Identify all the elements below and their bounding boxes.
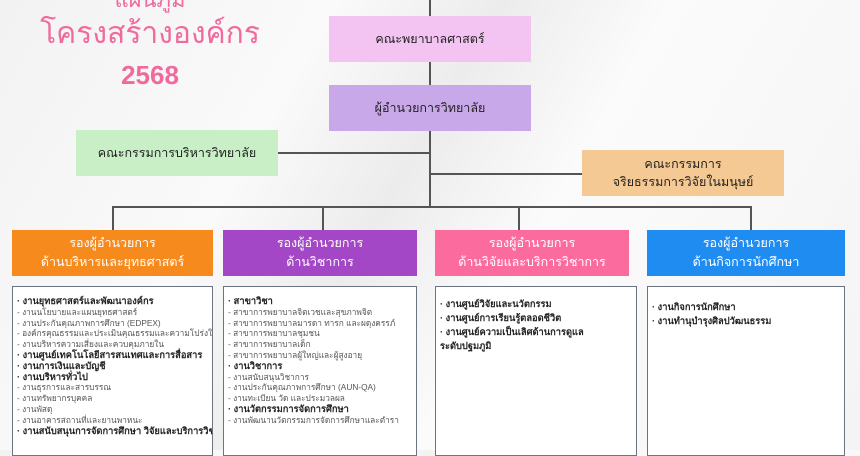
deputy-academic-box: รองผู้อำนวยการด้านวิชาการ: [223, 230, 417, 276]
director-label: ผู้อำนวยการวิทยาลัย: [374, 101, 486, 115]
unit-item: - องค์กรคุณธรรมและประเมินคุณธรรมและความโ…: [17, 328, 213, 339]
faculty-label: คณะพยาบาลศาสตร์: [375, 32, 485, 46]
deputy-line2: ด้านวิจัยและบริการวิชาการ: [458, 255, 606, 269]
unit-item: - งานนโยบายและแผนยุทธศาสตร์: [17, 306, 138, 317]
unit-item: - งานประกันคุณภาพการศึกษา (AUN-QA): [228, 382, 376, 393]
unit-item: · งานบริหารทั่วไป: [17, 371, 88, 382]
unit-item: - งานประกันคุณภาพการศึกษา (EDPEX): [17, 317, 161, 328]
unit-item: · งานกิจการนักศึกษา: [652, 302, 736, 312]
unit-item: · งานสนับสนุนการจัดการศึกษา วิจัยและบริก…: [17, 425, 212, 436]
title-year: 2568: [121, 60, 179, 90]
ethics-committee-box: คณะกรรมการจริยธรรมการวิจัยในมนุษย์: [582, 150, 784, 196]
connector-d3: [518, 206, 520, 230]
connector-d1: [112, 206, 114, 230]
deputy-line1: รองผู้อำนวยการ: [488, 236, 576, 250]
exec-committee-label: คณะกรรมการบริหารวิทยาลัย: [97, 146, 257, 160]
unit-item: ระดับปฐมภูมิ: [440, 341, 492, 351]
unit-item: - สาขาการพยาบาลเด็ก: [228, 339, 311, 350]
student-units-list: · งานกิจการนักศึกษา · งานทำนุบำรุงศิลปวัฒ…: [647, 286, 845, 456]
exec-committee-box: คณะกรรมการบริหารวิทยาลัย: [76, 130, 278, 176]
unit-item: - งานบริหารความเสี่ยงและควบคุมภายใน: [17, 339, 165, 350]
unit-item: · งานศูนย์ความเป็นเลิศด้านการดูแล: [440, 327, 584, 337]
ethics-line1: คณะกรรมการ: [644, 157, 722, 171]
unit-item: - งานทรัพยากรบุคคล: [17, 393, 93, 404]
unit-item: · งานวิชาการ: [228, 360, 283, 371]
ethics-line2: จริยธรรมการวิจัยในมนุษย์: [612, 175, 754, 189]
research-units-list: · งานศูนย์วิจัยและนวัตกรรม · งานศูนย์การเ…: [435, 286, 637, 456]
unit-item: - งานธุรการและสารบรรณ: [17, 382, 112, 393]
faculty-box: คณะพยาบาลศาสตร์: [329, 16, 531, 62]
deputy-line2: ด้านวิชาการ: [286, 255, 354, 269]
director-box: ผู้อำนวยการวิทยาลัย: [329, 85, 531, 131]
academic-units-list: · สาขาวิชา - สาขาการพยาบาลจิตเวชและสุขภา…: [223, 286, 417, 456]
connector-ethics: [430, 173, 582, 175]
unit-item: - งานสนับสนุนวิชาการ: [228, 371, 309, 382]
unit-item: · งานยุทธศาสตร์และพัฒนาองค์กร: [17, 296, 154, 306]
connector-d4: [750, 206, 752, 230]
unit-item: - สาขาการพยาบาลจิตเวชและสุขภาพจิต: [228, 306, 373, 317]
unit-item: · งานวัตกรรมการจัดการศึกษา: [228, 403, 349, 414]
unit-item: - สาขาการพยาบาลมารดา ทารก และผดุงครรภ์: [228, 317, 396, 328]
unit-item: · งานศูนย์การเรียนรู้ตลอดชีวิต: [440, 313, 562, 323]
admin-units-list: · งานยุทธศาสตร์และพัฒนาองค์กร- งานนโยบาย…: [12, 286, 213, 456]
title-org-structure: โครงสร้างองค์กร: [40, 17, 260, 50]
unit-item: - งานทะเบียน วัด และประมวลผล: [228, 393, 345, 404]
deputy-line2: ด้านกิจการนักศึกษา: [692, 255, 800, 269]
connector-exec: [278, 152, 430, 154]
connector-d2: [322, 206, 324, 230]
deputy-line1: รองผู้อำนวยการ: [702, 236, 790, 250]
deputy-admin-box: รองผู้อำนวยการด้านบริหารและยุทธศาสตร์: [12, 230, 213, 276]
unit-item: - สาขาการพยาบาลชุมชน: [228, 328, 320, 339]
unit-item: · งานการเงินและบัญชี: [17, 360, 106, 371]
deputy-line2: ด้านบริหารและยุทธศาสตร์: [40, 255, 185, 269]
deputy-student-box: รองผู้อำนวยการด้านกิจการนักศึกษา: [647, 230, 845, 276]
deputy-line1: รองผู้อำนวยการ: [276, 236, 364, 250]
unit-item: - สาขาการพยาบาลผู้ใหญ่และผู้สูงอายุ: [228, 349, 363, 360]
connector-deputies: [112, 206, 751, 208]
unit-item: · งานทำนุบำรุงศิลปวัฒนธรรม: [652, 316, 772, 326]
unit-item: - งานพัฒนานวัตกรรมการจัดการศึกษาและตำรา: [228, 414, 399, 425]
deputy-line1: รองผู้อำนวยการ: [69, 236, 156, 250]
unit-item: - งานพัสดุ: [17, 403, 53, 414]
unit-item: - งานอาคารสถานที่และยานพาหนะ: [17, 414, 143, 425]
unit-item: · งานศูนย์เทคโนโลยีสารสนเทศและการสื่อสาร: [17, 349, 203, 360]
deputy-research-box: รองผู้อำนวยการด้านวิจัยและบริการวิชาการ: [435, 230, 629, 276]
title-top-cut: แผนภูมิ: [0, 0, 300, 17]
unit-item: · สาขาวิชา: [228, 296, 273, 306]
unit-item: · งานศูนย์วิจัยและนวัตกรรม: [440, 299, 552, 309]
